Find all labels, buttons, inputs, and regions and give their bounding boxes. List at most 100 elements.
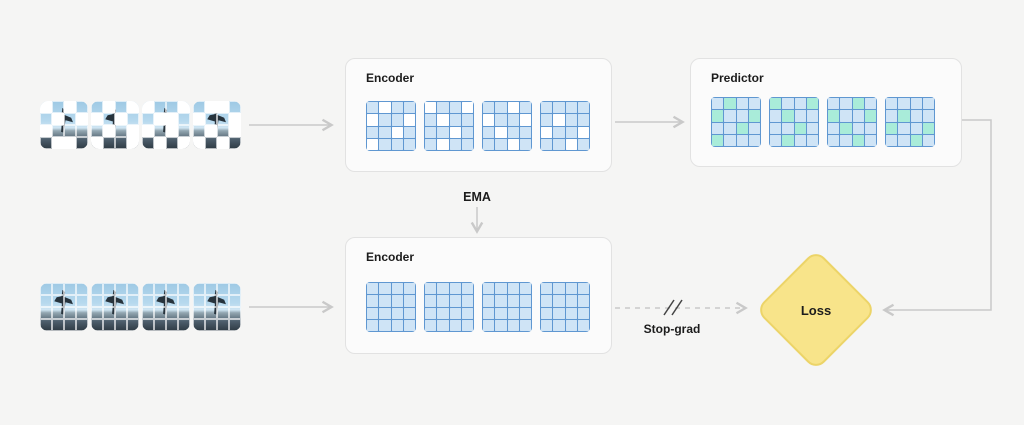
masked-patch — [52, 113, 64, 125]
visible-patch — [154, 295, 166, 307]
token-cell — [379, 295, 391, 307]
token-cell — [565, 114, 577, 126]
visible-patch — [217, 125, 229, 137]
token-cell — [541, 114, 553, 126]
ema-label: EMA — [463, 190, 491, 204]
token-cell — [425, 319, 437, 331]
token-cell — [495, 283, 507, 295]
visible-patch — [205, 113, 217, 125]
token-cell — [565, 295, 577, 307]
token-cell — [886, 122, 898, 134]
token-cell — [379, 307, 391, 319]
visible-patch — [178, 295, 190, 307]
token-cell — [724, 98, 736, 110]
visible-patch — [40, 307, 52, 319]
token-cell — [852, 122, 864, 134]
masked-patch — [103, 101, 115, 113]
visible-patch — [178, 113, 190, 125]
visible-patch — [205, 137, 217, 149]
token-cell — [379, 126, 391, 138]
masked-patch — [52, 137, 64, 149]
token-cell — [449, 319, 461, 331]
token-cell — [379, 138, 391, 150]
token-cell — [425, 102, 437, 114]
visible-patch — [178, 283, 190, 295]
token-cell — [565, 283, 577, 295]
visible-patch — [103, 295, 115, 307]
token-cell — [403, 307, 415, 319]
token-cell — [770, 122, 782, 134]
token-cell — [425, 138, 437, 150]
visible-patch — [166, 283, 178, 295]
visible-patch — [154, 319, 166, 331]
token-grid — [424, 282, 474, 332]
token-cell — [519, 307, 531, 319]
token-cell — [828, 134, 840, 146]
visible-patch — [127, 295, 139, 307]
token-cell — [461, 319, 473, 331]
visible-patch — [91, 283, 103, 295]
token-cell — [782, 134, 794, 146]
visible-patch — [142, 319, 154, 331]
token-cell — [553, 138, 565, 150]
masked-patch — [91, 137, 103, 149]
token-cell — [794, 98, 806, 110]
token-cell — [577, 102, 589, 114]
token-cell — [712, 110, 724, 122]
visible-patch — [154, 101, 166, 113]
mask-overlay — [193, 283, 241, 331]
token-cell — [565, 307, 577, 319]
target-encoder-box: Encoder — [345, 237, 612, 354]
visible-patch — [76, 319, 88, 331]
token-cell — [519, 319, 531, 331]
token-cell — [519, 138, 531, 150]
visible-patch — [64, 319, 76, 331]
token-cell — [541, 295, 553, 307]
token-cell — [461, 307, 473, 319]
token-cell — [461, 126, 473, 138]
visible-patch — [52, 319, 64, 331]
token-cell — [852, 98, 864, 110]
token-cell — [577, 126, 589, 138]
visible-patch — [178, 319, 190, 331]
masked-patch — [91, 113, 103, 125]
token-cell — [577, 295, 589, 307]
token-grid — [885, 97, 935, 147]
masked-patch — [154, 113, 166, 125]
visible-patch — [166, 319, 178, 331]
token-cell — [449, 295, 461, 307]
masked-patch — [127, 101, 139, 113]
visible-patch — [76, 283, 88, 295]
visible-patch — [76, 307, 88, 319]
masked-patch — [229, 113, 241, 125]
token-cell — [367, 295, 379, 307]
token-cell — [379, 319, 391, 331]
visible-patch — [40, 319, 52, 331]
token-cell — [910, 122, 922, 134]
visible-patch — [217, 319, 229, 331]
token-cell — [794, 134, 806, 146]
token-cell — [449, 126, 461, 138]
token-cell — [391, 319, 403, 331]
visible-patch — [166, 307, 178, 319]
token-cell — [367, 283, 379, 295]
token-cell — [403, 102, 415, 114]
token-cell — [391, 138, 403, 150]
input-frame-thumbnail — [91, 283, 139, 331]
token-cell — [922, 134, 934, 146]
token-cell — [770, 110, 782, 122]
token-cell — [898, 98, 910, 110]
token-cell — [391, 295, 403, 307]
token-cell — [495, 102, 507, 114]
token-cell — [724, 122, 736, 134]
token-cell — [553, 319, 565, 331]
token-cell — [391, 102, 403, 114]
token-cell — [910, 110, 922, 122]
masked-patch — [205, 125, 217, 137]
visible-patch — [154, 307, 166, 319]
token-cell — [748, 98, 760, 110]
visible-patch — [115, 307, 127, 319]
visible-patch — [217, 295, 229, 307]
visible-patch — [64, 113, 76, 125]
